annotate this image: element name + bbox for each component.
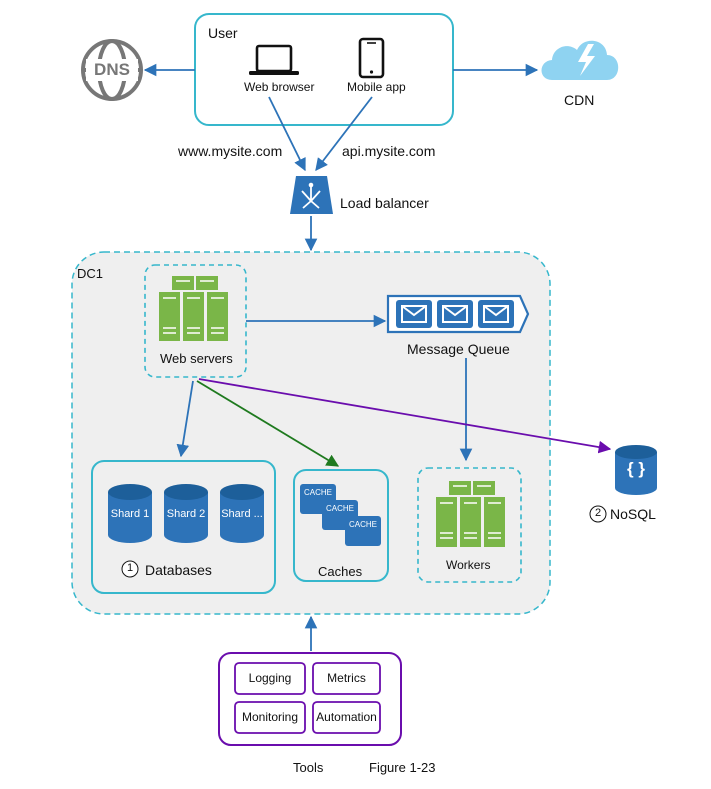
workers-label: Workers	[446, 558, 491, 572]
nosql-brace-icon: { }	[627, 459, 645, 478]
arrow-web-to-databases	[176, 380, 194, 458]
databases-box	[91, 460, 276, 594]
laptop-icon	[249, 44, 299, 75]
nosql-database-icon	[615, 445, 657, 495]
cache-tiles	[300, 484, 381, 546]
cache-tile-1-label: CACHE	[303, 488, 332, 497]
caches-box	[293, 469, 389, 582]
cache-tile-3-label: CACHE	[348, 520, 377, 529]
databases-number-circle	[121, 560, 139, 578]
databases-label: Databases	[145, 562, 212, 578]
dns-globe-icon	[81, 39, 143, 101]
tool-monitoring-box	[234, 701, 306, 734]
www-domain-label: www.mysite.com	[178, 143, 283, 159]
mobile-phone-icon	[358, 37, 385, 79]
tool-automation-box	[312, 701, 381, 734]
cache-tile-2-label: CACHE	[325, 504, 354, 513]
message-queue-label: Message Queue	[407, 341, 510, 357]
workers-icon	[436, 481, 505, 547]
tool-metrics-label: Metrics	[327, 671, 366, 685]
tool-metrics-box	[312, 662, 381, 695]
shard-2-label: Shard 2	[166, 508, 206, 520]
figure-caption: Figure 1-23	[369, 760, 436, 775]
cdn-cloud-icon	[541, 40, 619, 80]
dns-label: DNS	[94, 60, 130, 79]
shard-1-label: Shard 1	[110, 508, 150, 520]
load-balancer-label: Load balancer	[340, 195, 429, 211]
api-domain-label: api.mysite.com	[342, 143, 436, 159]
user-title: User	[208, 25, 238, 41]
arrow-web-to-caches	[196, 380, 340, 467]
arrow-mobile-to-lb	[315, 96, 373, 171]
tool-monitoring-label: Monitoring	[241, 710, 299, 724]
web-servers-label: Web servers	[160, 351, 233, 366]
dc1-label: DC1	[77, 266, 104, 281]
arrow-browser-to-lb	[268, 96, 306, 172]
web-browser-label: Web browser	[244, 80, 315, 94]
load-balancer-icon	[290, 176, 333, 214]
shard-3-label: Shard ...	[221, 508, 263, 520]
workers-box	[417, 467, 522, 583]
databases-number: 1	[126, 562, 134, 574]
caches-label: Caches	[318, 564, 363, 579]
tools-box	[218, 652, 402, 746]
tool-automation-label: Automation	[316, 710, 377, 724]
arrow-web-to-nosql	[198, 378, 612, 454]
tool-logging-box	[234, 662, 306, 695]
web-servers-box	[144, 264, 247, 378]
tools-label: Tools	[293, 760, 324, 775]
tool-logging-label: Logging	[248, 671, 292, 685]
cdn-label: CDN	[564, 92, 595, 108]
mobile-app-label: Mobile app	[347, 80, 406, 94]
message-queue-icon	[386, 294, 530, 334]
nosql-number-circle	[589, 505, 607, 523]
database-cylinders	[108, 484, 264, 543]
nosql-number: 2	[594, 507, 602, 519]
nosql-label: NoSQL	[610, 506, 656, 522]
web-servers-icon	[159, 276, 228, 341]
